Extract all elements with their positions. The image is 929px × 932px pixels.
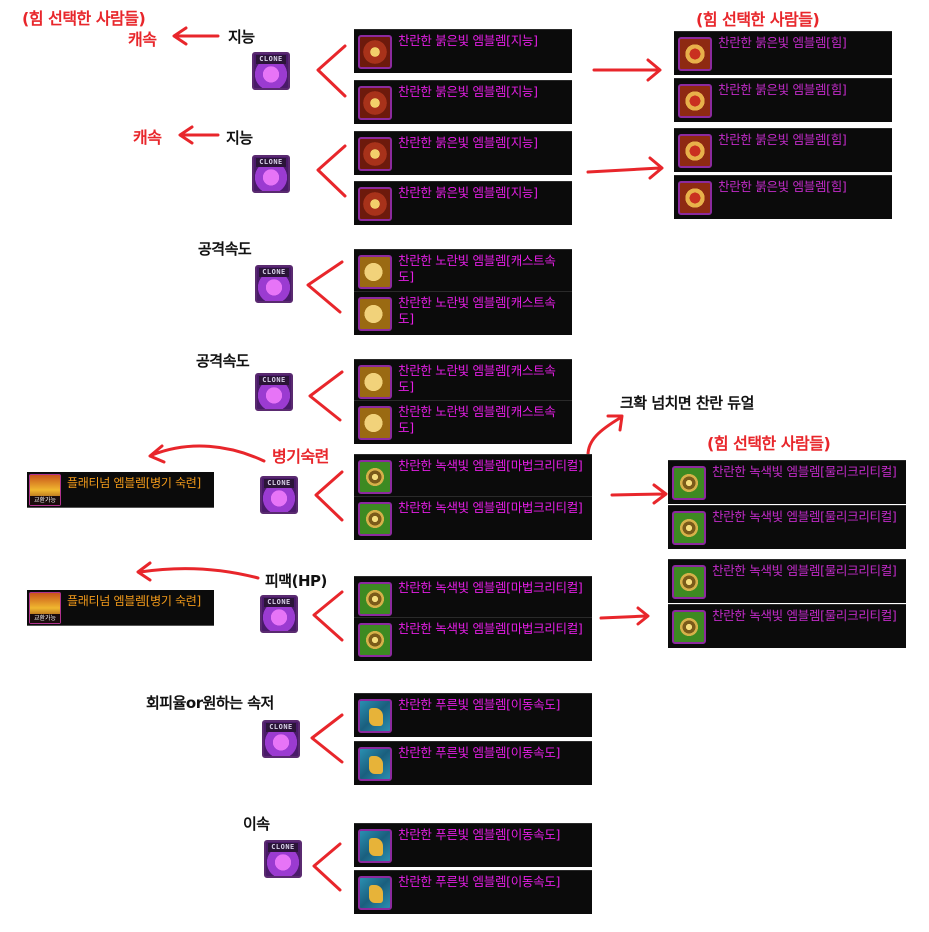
emblem-item-alt[interactable]: 찬란한 녹색빛 엠블렘[물리크리티컬] xyxy=(668,604,906,648)
clone-top-icon[interactable]: CLONE xyxy=(252,155,290,193)
emblem-item[interactable]: 찬란한 푸른빛 엠블렘[이동속도] xyxy=(354,823,592,867)
crit-note: 크확 넘치면 찬란 듀얼 xyxy=(620,394,754,412)
blue-emblem-icon xyxy=(358,876,392,910)
emblem-item[interactable]: 찬란한 녹색빛 엠블렘[마법크리티컬] xyxy=(354,454,592,498)
red-emblem-icon xyxy=(358,187,392,221)
arrow-curve-1 xyxy=(148,444,266,464)
red-strength-emblem-icon xyxy=(678,37,712,71)
yellow-emblem-icon xyxy=(358,255,392,289)
platinum-emblem-item[interactable]: 교환가능 플래티넘 엠블렘[병기 숙련] xyxy=(27,590,214,626)
clone-head-icon[interactable]: CLONE xyxy=(252,52,290,90)
bracket-5 xyxy=(314,470,344,522)
emblem-item[interactable]: 찬란한 녹색빛 엠블렘[마법크리티컬] xyxy=(354,496,592,540)
platinum-emblem-item[interactable]: 교환가능 플래티넘 엠블렘[병기 숙련] xyxy=(27,472,214,508)
row-label-7: 회피율or원하는 속저 xyxy=(146,694,274,712)
row-label-3: 공격속도 xyxy=(198,240,252,258)
weapon-mastery-note: 병기숙련 xyxy=(272,447,329,466)
row-label-2: 지능 xyxy=(226,129,253,147)
emblem-item-alt[interactable]: 찬란한 붉은빛 엠블렘[힘] xyxy=(674,31,892,75)
arrow-right-1 xyxy=(592,58,662,82)
bracket-3 xyxy=(306,260,344,314)
red-emblem-icon xyxy=(358,137,392,171)
red-strength-emblem-icon xyxy=(678,134,712,168)
emblem-item-alt[interactable]: 찬란한 녹색빛 엠블렘[물리크리티컬] xyxy=(668,559,906,603)
red-strength-emblem-icon xyxy=(678,181,712,215)
emblem-item[interactable]: 찬란한 녹색빛 엠블렘[마법크리티컬] xyxy=(354,617,592,661)
emblem-item[interactable]: 찬란한 푸른빛 엠블렘[이동속도] xyxy=(354,693,592,737)
emblem-item[interactable]: 찬란한 붉은빛 엠블렘[지능] xyxy=(354,181,572,225)
arrow-right-2 xyxy=(586,156,664,180)
emblem-item[interactable]: 찬란한 노란빛 엠블렘[캐스트속도] xyxy=(354,249,572,293)
red-emblem-icon xyxy=(358,35,392,69)
red-strength-emblem-icon xyxy=(678,84,712,118)
row-label-6: 피맥(HP) xyxy=(265,572,327,590)
green-emblem-icon xyxy=(358,623,392,657)
bracket-8 xyxy=(312,842,342,892)
green-emblem-icon xyxy=(358,502,392,536)
row-label-1: 지능 xyxy=(228,28,255,46)
platinum-emblem-icon: 교환가능 xyxy=(29,474,61,506)
clone-belt2-icon[interactable]: CLONE xyxy=(262,720,300,758)
red-emblem-icon xyxy=(358,86,392,120)
bracket-6 xyxy=(312,590,344,642)
emblem-item[interactable]: 찬란한 붉은빛 엠블렘[지능] xyxy=(354,29,572,73)
arrow-left-1 xyxy=(172,26,220,46)
yellow-emblem-icon xyxy=(358,297,392,331)
bracket-7 xyxy=(310,713,344,764)
blue-emblem-icon xyxy=(358,829,392,863)
emblem-item-alt[interactable]: 찬란한 붉은빛 엠블렘[힘] xyxy=(674,175,892,219)
strength-note-top-right: (힘 선택한 사람들) xyxy=(696,10,820,29)
arrow-curve-2 xyxy=(136,561,260,582)
emblem-item[interactable]: 찬란한 푸른빛 엠블렘[이동속도] xyxy=(354,870,592,914)
green-emblem-icon xyxy=(672,511,706,545)
strength-note-top-left: (힘 선택한 사람들) xyxy=(22,9,146,28)
green-emblem-icon xyxy=(672,565,706,599)
bracket-2 xyxy=(316,144,347,198)
yellow-emblem-icon xyxy=(358,365,392,399)
blue-emblem-icon xyxy=(358,747,392,781)
arrow-up-crit xyxy=(586,414,624,457)
emblem-item[interactable]: 찬란한 노란빛 엠블렘[캐스트속도] xyxy=(354,359,572,403)
bracket-1 xyxy=(316,44,347,98)
emblem-item-alt[interactable]: 찬란한 녹색빛 엠블렘[물리크리티컬] xyxy=(668,460,906,504)
cast-speed-note-2: 캐속 xyxy=(133,128,162,147)
arrow-right-3 xyxy=(610,483,668,505)
blue-emblem-icon xyxy=(358,699,392,733)
emblem-item-alt[interactable]: 찬란한 녹색빛 엠블렘[물리크리티컬] xyxy=(668,505,906,549)
emblem-item-alt[interactable]: 찬란한 붉은빛 엠블렘[힘] xyxy=(674,78,892,122)
green-emblem-icon xyxy=(672,610,706,644)
arrow-right-4 xyxy=(599,606,650,626)
clone-shoes-icon[interactable]: CLONE xyxy=(264,840,302,878)
green-emblem-icon xyxy=(672,466,706,500)
arrow-left-2 xyxy=(178,125,220,145)
clone-pants-icon[interactable]: CLONE xyxy=(260,595,298,633)
emblem-item[interactable]: 찬란한 붉은빛 엠블렘[지능] xyxy=(354,131,572,175)
green-emblem-icon xyxy=(358,460,392,494)
yellow-emblem-icon xyxy=(358,406,392,440)
emblem-item[interactable]: 찬란한 녹색빛 엠블렘[마법크리티컬] xyxy=(354,576,592,620)
platinum-emblem-icon: 교환가능 xyxy=(29,592,61,624)
emblem-item-alt[interactable]: 찬란한 붉은빛 엠블렘[힘] xyxy=(674,128,892,172)
clone-shirt-icon[interactable]: CLONE xyxy=(260,476,298,514)
emblem-item[interactable]: 찬란한 노란빛 엠블렘[캐스트속도] xyxy=(354,400,572,444)
emblem-item[interactable]: 찬란한 노란빛 엠블렘[캐스트속도] xyxy=(354,291,572,335)
clone-belt-icon[interactable]: CLONE xyxy=(255,373,293,411)
bracket-4 xyxy=(308,370,344,422)
row-label-8: 이속 xyxy=(243,815,270,833)
emblem-item[interactable]: 찬란한 붉은빛 엠블렘[지능] xyxy=(354,80,572,124)
row-label-4: 공격속도 xyxy=(196,352,250,370)
green-emblem-icon xyxy=(358,582,392,616)
emblem-item[interactable]: 찬란한 푸른빛 엠블렘[이동속도] xyxy=(354,741,592,785)
strength-note-mid-right: (힘 선택한 사람들) xyxy=(707,434,831,453)
cast-speed-note-1: 캐속 xyxy=(128,30,157,49)
clone-cape-icon[interactable]: CLONE xyxy=(255,265,293,303)
